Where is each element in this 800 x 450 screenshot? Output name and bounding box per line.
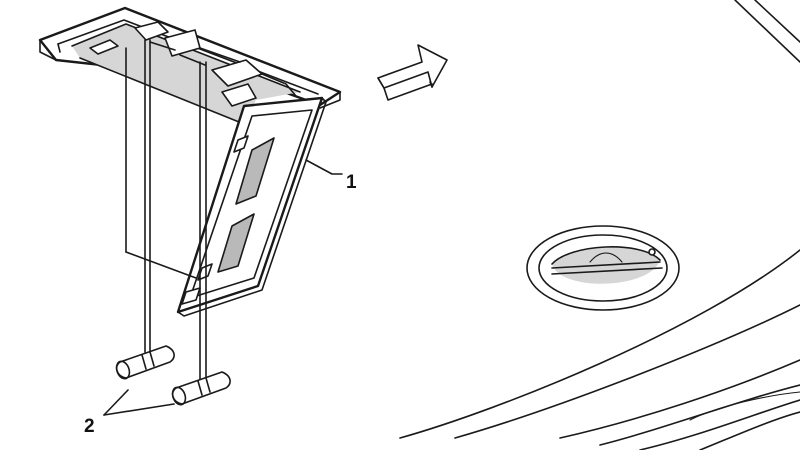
arrow-right-icon (377, 44, 448, 101)
bulb (115, 345, 175, 380)
bulb-leader-lines (125, 39, 207, 381)
callout-2: 2 (84, 389, 175, 437)
vehicle-interior-view (399, 0, 800, 450)
callout-2-label: 2 (84, 416, 95, 437)
dome-lamp-opening (526, 225, 680, 311)
callout-1: 1 (305, 159, 357, 193)
lamp-housing (38, 6, 342, 125)
bulb (171, 371, 231, 406)
callout-1-label: 1 (346, 172, 357, 193)
lamp-lens-cover (176, 96, 327, 317)
